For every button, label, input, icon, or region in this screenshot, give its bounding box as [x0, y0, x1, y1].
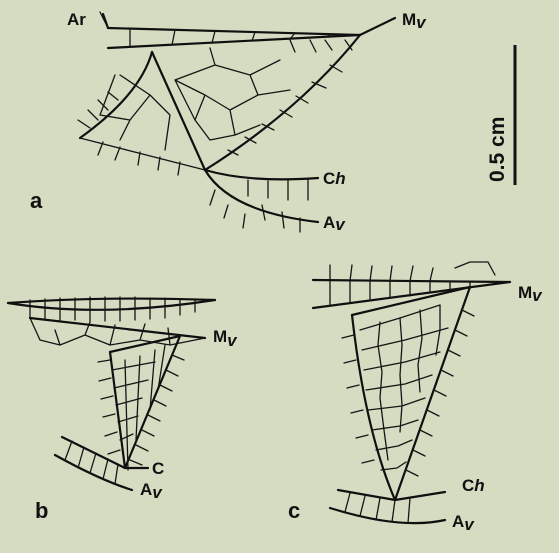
- label-c-mv: Mv: [518, 283, 543, 305]
- panel-b-drawing: [8, 297, 215, 490]
- scale-bar-label: 0.5 cm: [486, 117, 509, 182]
- label-a-ar: Ar: [67, 10, 86, 29]
- label-a-mv: Mv: [402, 10, 427, 32]
- label-b-mv: Mv: [213, 327, 238, 350]
- label-b-av: Av: [140, 480, 163, 502]
- panel-letter-c: c: [288, 498, 300, 523]
- panel-letter-a: a: [30, 188, 43, 213]
- panel-letter-b: b: [35, 498, 48, 523]
- label-b-c: C: [152, 459, 164, 478]
- label-c-ch: Ch: [462, 476, 485, 495]
- scale-bar: 0.5 cm: [486, 45, 515, 185]
- label-c-av: Av: [452, 512, 475, 534]
- label-a-ch: Ch: [323, 169, 346, 188]
- label-a-av: Av: [323, 213, 346, 234]
- panel-a-drawing: [78, 12, 395, 232]
